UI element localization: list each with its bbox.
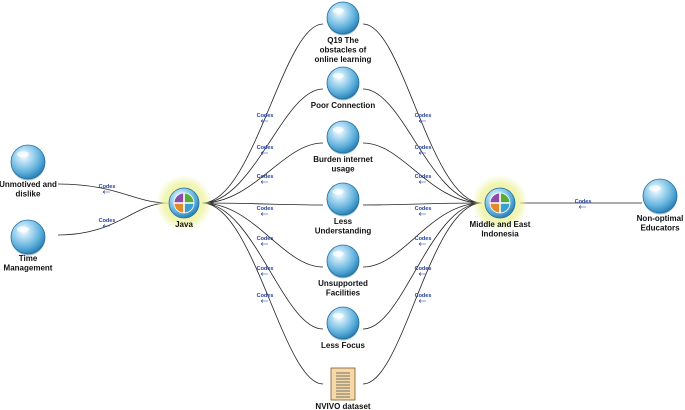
edge-label-time: Codes [99,218,116,228]
svg-text:Codes: Codes [257,113,274,119]
svg-text:Codes: Codes [415,174,432,180]
edge-label-left-fan-6: Codes [257,293,274,303]
edge-label-right-fan-3: Codes [415,206,432,216]
edge-label-right-fan-5: Codes [415,266,432,276]
node-label-java: Java [175,220,193,229]
svg-text:Codes: Codes [99,184,116,190]
node-focus[interactable] [326,306,360,341]
edge-burden-to-indonesia [362,142,483,204]
svg-text:Codes: Codes [257,206,274,212]
node-java[interactable] [156,175,212,231]
node-poor[interactable] [326,66,360,101]
edge-java-to-focus [201,202,324,330]
edge-label-left-fan-4: Codes [257,236,274,246]
node-non-optimal-educators[interactable] [642,178,678,215]
node-label-focus: Less Focus [321,341,366,350]
edge-label-left-fan-2: Codes [257,174,274,184]
node-label-poor: Poor Connection [311,101,376,110]
edge-java-to-less_und [201,202,324,206]
svg-text:Codes: Codes [415,113,432,119]
edge-label-left-fan-4-arrow-icon [260,242,268,246]
edge-label-right-fan-0: Codes [415,113,432,123]
node-burden[interactable] [326,120,360,155]
edge-label-left-fan-0-arrow-icon [260,119,268,123]
edge-label-right-fan-6: Codes [415,293,432,303]
edge-java-to-poor [201,88,324,204]
svg-text:Codes: Codes [257,236,274,242]
edge-label-educators: Codes [575,199,592,209]
edge-java-to-unsupported [201,202,324,268]
edge-label-left-fan-5-arrow-icon [260,272,268,276]
edge-label-right-fan-3-arrow-icon [418,212,426,216]
svg-text:Codes: Codes [257,293,274,299]
node-label-nvivo: NVIVO dataset [315,402,370,410]
edges-layer [57,23,642,385]
edge-less_und-to-indonesia [362,202,483,206]
case-quadrant-icon [489,192,511,214]
edge-label-right-fan-1: Codes [415,145,432,155]
edge-label-right-fan-0-arrow-icon [418,119,426,123]
edge-labels-layer: CodesCodesCodesCodesCodesCodesCodesCodes… [99,113,592,303]
edge-label-right-fan-2-arrow-icon [418,180,426,184]
edge-java-to-q19 [201,23,324,204]
edge-label-left-fan-3: Codes [257,206,274,216]
edge-label-right-fan-6-arrow-icon [418,299,426,303]
edge-q19-to-indonesia [362,23,483,204]
edge-label-left-fan-2-arrow-icon [260,180,268,184]
edge-focus-to-indonesia [362,202,483,330]
edge-label-right-fan-2: Codes [415,174,432,184]
edge-label-left-fan-1-arrow-icon [260,151,268,155]
svg-text:Codes: Codes [575,199,592,205]
svg-text:Codes: Codes [415,145,432,151]
node-middle-east-indonesia[interactable] [472,175,528,231]
edge-label-left-fan-1: Codes [257,145,274,155]
edge-label-time-arrow-icon [102,224,110,228]
edge-label-left-fan-0: Codes [257,113,274,123]
node-q19[interactable] [326,1,360,36]
node-less_und[interactable] [326,182,360,217]
edge-label-left-fan-5: Codes [257,266,274,276]
edge-java-to-burden [201,142,324,204]
edge-nvivo-to-indonesia [362,202,483,385]
svg-text:Codes: Codes [257,174,274,180]
node-unsupported[interactable] [326,244,360,279]
edge-label-unmotived: Codes [99,184,116,194]
svg-text:Codes: Codes [257,266,274,272]
edge-label-unmotived-arrow-icon [102,190,110,194]
svg-text:Codes: Codes [257,145,274,151]
node-nvivo[interactable] [330,367,356,401]
edge-label-left-fan-3-arrow-icon [260,212,268,216]
edge-poor-to-indonesia [362,88,483,204]
svg-text:Codes: Codes [99,218,116,224]
node-unmotived[interactable] [10,144,46,181]
edge-label-right-fan-4-arrow-icon [418,242,426,246]
svg-text:Codes: Codes [415,266,432,272]
edge-label-educators-arrow-icon [578,205,586,209]
edge-java-to-nvivo [201,202,324,385]
svg-text:Codes: Codes [415,293,432,299]
edge-unsupported-to-indonesia [362,202,483,268]
edge-label-left-fan-6-arrow-icon [260,299,268,303]
edge-label-right-fan-1-arrow-icon [418,151,426,155]
edge-label-right-fan-4: Codes [415,236,432,246]
node-time[interactable] [10,219,46,256]
case-quadrant-icon [173,192,195,214]
edge-label-right-fan-5-arrow-icon [418,272,426,276]
svg-text:Codes: Codes [415,206,432,212]
svg-text:Codes: Codes [415,236,432,242]
